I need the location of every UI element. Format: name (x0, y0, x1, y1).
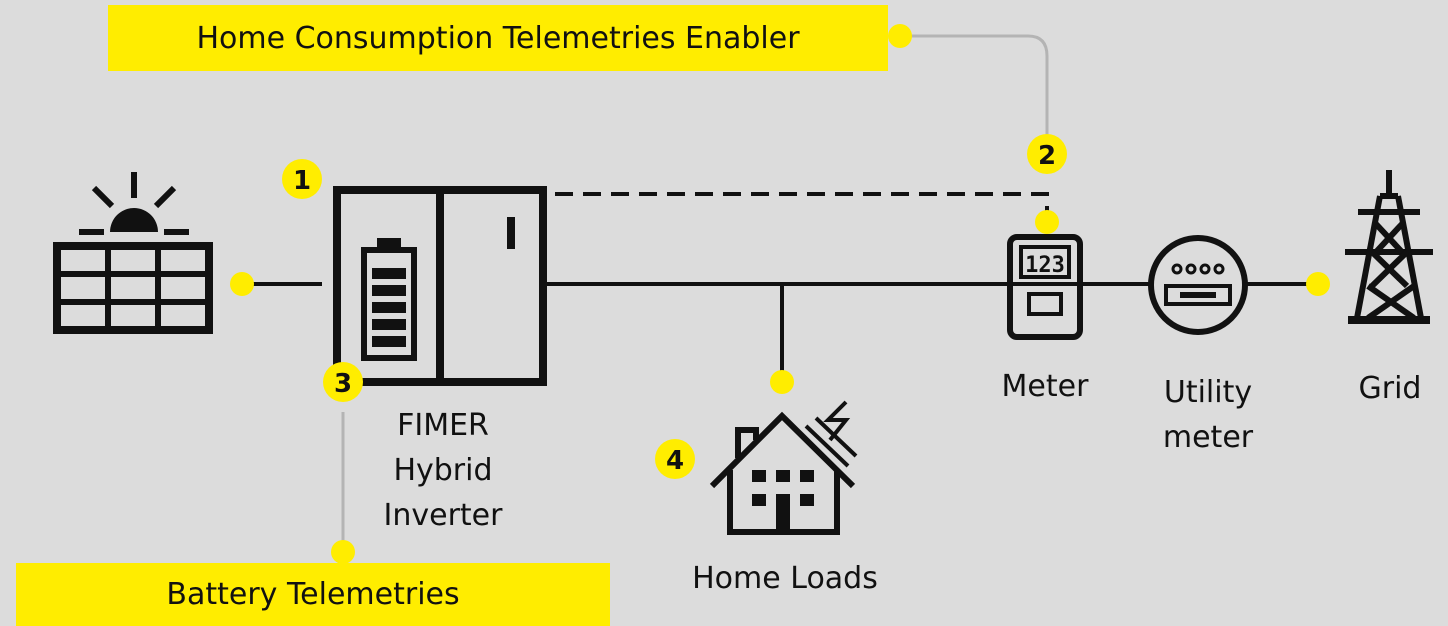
inverter-label-line3: Inverter (383, 498, 503, 533)
comm-dashed-line (555, 192, 1049, 218)
battery-icon (361, 238, 417, 361)
battery-telemetries-banner: Battery Telemetries (16, 563, 610, 626)
telemetry-connector-top (900, 34, 1049, 135)
sun-solar-panel-icon (53, 172, 213, 334)
badge-2-text: 2 (1038, 141, 1056, 171)
meter-icon: 123 (1007, 234, 1083, 340)
home-loads-connection-dot (770, 370, 794, 394)
top-banner-connector-dot (888, 24, 912, 48)
meter-display-digits: 123 (1025, 253, 1065, 278)
badge-3-text: 3 (334, 369, 352, 399)
meter-comm-dot (1035, 210, 1059, 234)
home-consumption-banner: Home Consumption Telemetries Enabler (108, 5, 888, 71)
pylon-icon (1345, 170, 1433, 324)
badge-4: 4 (655, 439, 695, 479)
utility-meter-label-line2: meter (1162, 420, 1254, 455)
bottom-banner-connector-dot (331, 540, 355, 564)
inverter-cabinet (333, 186, 547, 386)
badge-3: 3 (323, 362, 363, 402)
inverter-label-line2: Hybrid (393, 453, 493, 488)
badge-4-text: 4 (666, 446, 684, 476)
badge-1: 1 (282, 159, 322, 199)
grid-connection-dot (1306, 272, 1330, 296)
meter-label: Meter (1001, 369, 1089, 404)
grid-label: Grid (1358, 371, 1422, 406)
inverter-label-line1: FIMER (397, 408, 489, 443)
badge-2: 2 (1027, 134, 1067, 174)
utility-meter-label-line1: Utility (1163, 375, 1253, 410)
house-icon (709, 400, 858, 535)
home-loads-label: Home Loads (692, 561, 878, 596)
utility-meter-icon (1148, 235, 1248, 335)
pv-connection-dot (230, 272, 254, 296)
utility-meter-label: Utility meter (1138, 370, 1278, 460)
badge-1-text: 1 (293, 166, 311, 196)
inverter-label: FIMER Hybrid Inverter (358, 403, 528, 538)
